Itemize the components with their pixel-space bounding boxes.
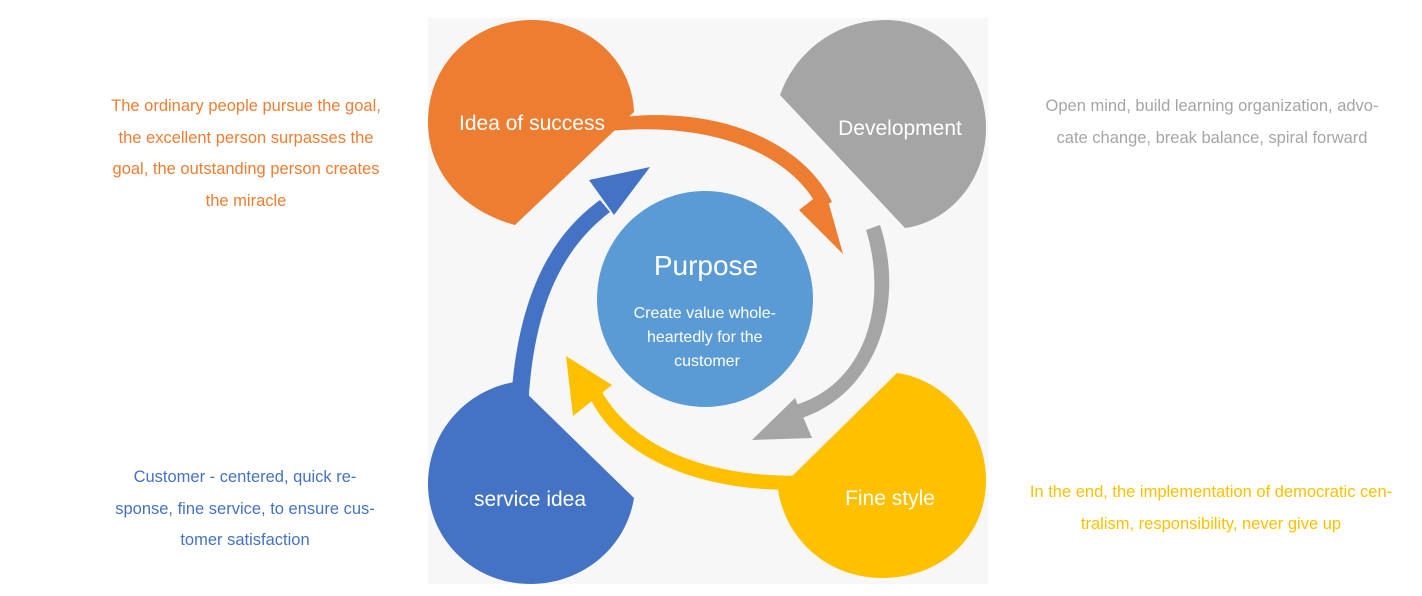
- success-description-line: the miracle: [205, 191, 287, 210]
- success-description-line: goal, the outstanding person creates: [112, 160, 380, 178]
- purpose-circle: [597, 191, 813, 407]
- success-label: Idea of success: [459, 112, 605, 135]
- orange-arrow-head: [799, 190, 843, 254]
- service-description: Customer - centered, quick re- sponse, f…: [100, 462, 390, 557]
- gray-arrow-body: [792, 225, 890, 420]
- service-description-line: sponse, fine service, to ensure cus-: [115, 499, 375, 518]
- orange-arrow-body: [600, 115, 832, 208]
- service-label: service idea: [474, 488, 586, 511]
- yellow-arrow-head: [566, 356, 612, 416]
- yellow-arrow-body: [590, 392, 840, 490]
- purpose-subtitle-line: heartedly for the: [647, 329, 763, 346]
- development-label: Development: [838, 117, 962, 140]
- purpose-subtitle: Create value whole- heartedly for the cu…: [634, 305, 781, 370]
- purpose-subtitle-line: Create value whole-: [634, 305, 776, 322]
- success-blob: [428, 20, 634, 225]
- service-description-line: tomer satisfaction: [180, 531, 310, 549]
- success-description-line: the excellent person surpasses the: [118, 128, 374, 147]
- success-description: The ordinary people pursue the goal, the…: [92, 91, 400, 217]
- fine-style-label: Fine style: [845, 487, 935, 510]
- development-description-line: Open mind, build learning organization, …: [1045, 97, 1379, 115]
- purpose-subtitle-line: customer: [674, 353, 740, 370]
- development-blob: [780, 20, 986, 228]
- fine-style-description: In the end, the implementation of democr…: [1004, 477, 1418, 540]
- blue-arrow-body: [509, 200, 610, 500]
- development-description: Open mind, build learning organization, …: [1022, 91, 1402, 154]
- fine-style-blob: [778, 373, 986, 578]
- service-blob: [428, 382, 634, 584]
- blue-arrow-head: [589, 167, 650, 215]
- fine-style-description-line: tralism, responsibility, never give up: [1080, 514, 1342, 533]
- development-description-line: cate change, break balance, spiral forwa…: [1056, 128, 1368, 147]
- fine-style-description-line: In the end, the implementation of democr…: [1029, 483, 1393, 501]
- success-description-line: The ordinary people pursue the goal,: [111, 97, 381, 115]
- service-description-line: Customer - centered, quick re-: [133, 468, 357, 486]
- gray-arrow-head: [752, 398, 812, 440]
- purpose-title: Purpose: [654, 250, 758, 281]
